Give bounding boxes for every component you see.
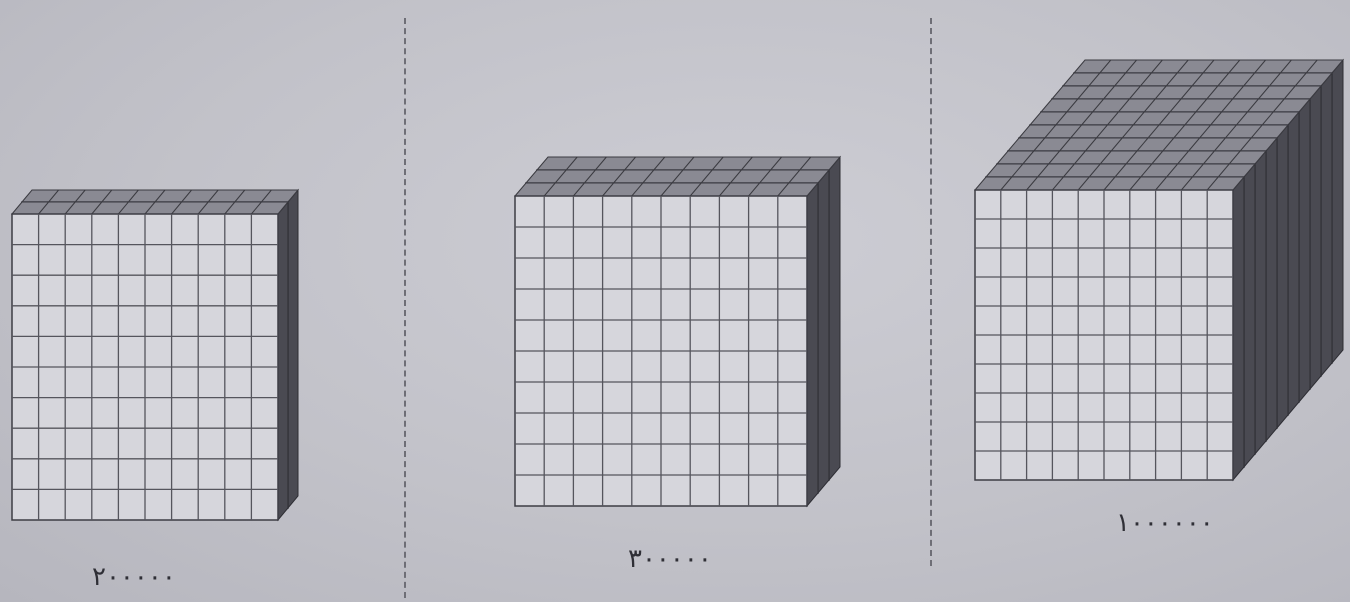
flat-layer (975, 177, 1244, 480)
figure-label-1: ۲۰۰۰۰۰ (92, 562, 176, 592)
dashed-divider-left (404, 18, 406, 598)
dashed-divider-right (930, 18, 932, 566)
figure-label-3: ۱۰۰۰۰۰۰ (1116, 508, 1214, 538)
figure-label-2: ۳۰۰۰۰۰ (628, 544, 712, 574)
